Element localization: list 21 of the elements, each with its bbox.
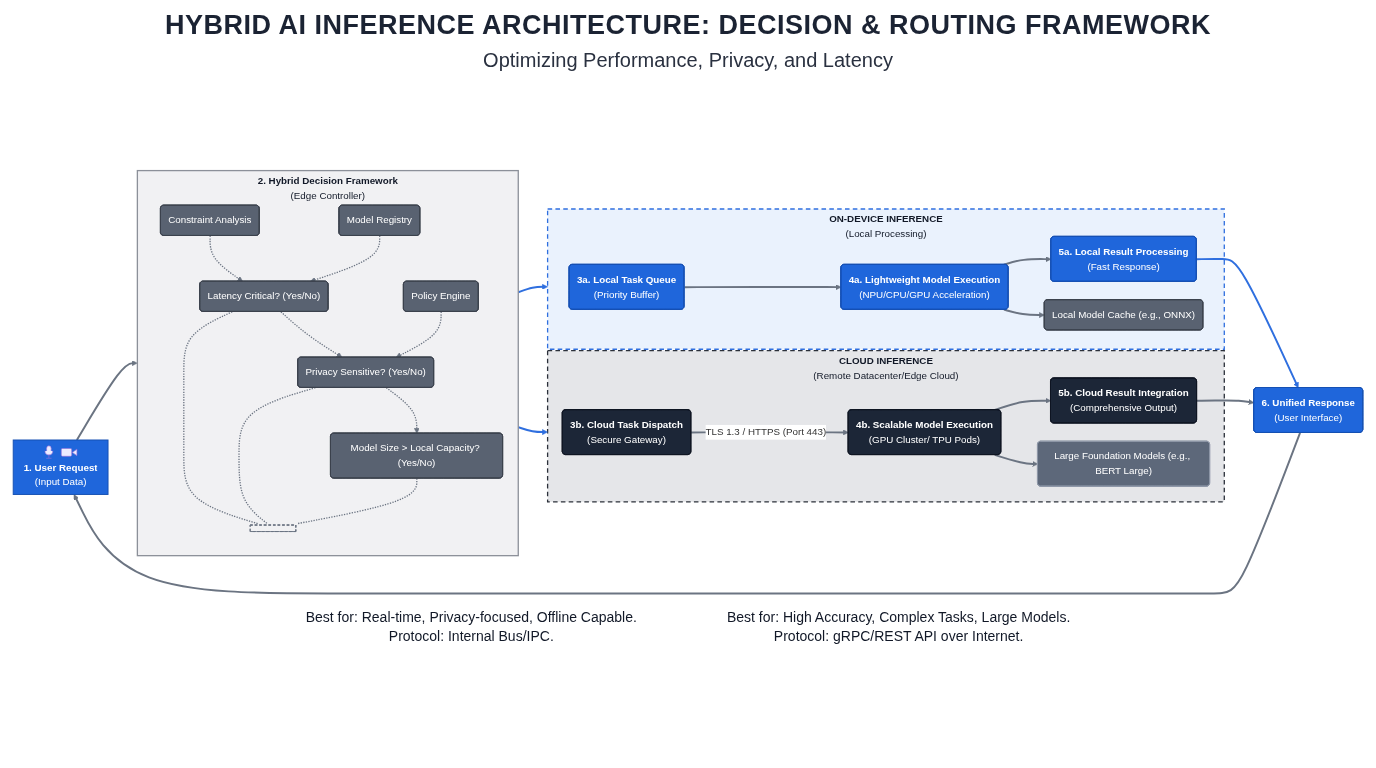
connector [183, 311, 259, 525]
arrow [385, 387, 420, 434]
note-text: Best for: High Accuracy, Complex Tasks, Large Models. [726, 609, 1071, 625]
title-text: HYBRID AI INFERENCE ARCHITECTURE: DECISION & ROUTING FRAMEWORK [165, 10, 1211, 41]
arrow [993, 453, 1039, 467]
arrow [1002, 256, 1052, 266]
arrow [1195, 257, 1299, 389]
arrow [683, 284, 842, 290]
arrow [395, 311, 442, 358]
arrow [1195, 399, 1255, 405]
arrow [310, 235, 381, 283]
node-box: 1. User Request (Input Data) [12, 439, 109, 495]
note-text: Best for: Real-time, Privacy-focused, Offline Capable. [305, 609, 637, 625]
subtitle-text: Optimizing Performance, Privacy, and Latency [483, 49, 893, 72]
edge-label: TLS 1.3 / HTTPS (Port 443) [705, 426, 827, 438]
arrow [280, 311, 343, 358]
note-text: Protocol: Internal Bus/IPC. [388, 628, 554, 644]
arrow [75, 360, 138, 441]
note-text: Protocol: gRPC/REST API over Internet. [773, 628, 1024, 644]
arrow [209, 235, 243, 282]
arrow [1002, 308, 1045, 318]
